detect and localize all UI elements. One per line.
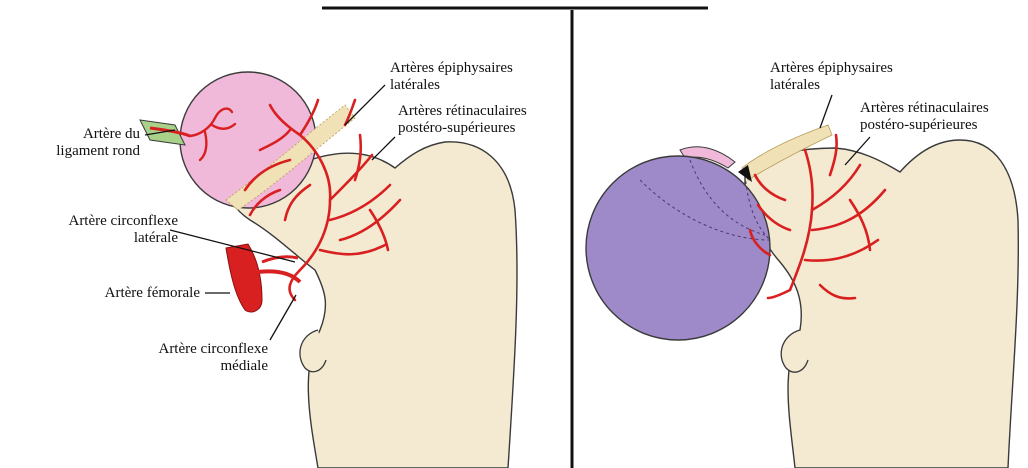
right-femur-illustration — [586, 125, 1018, 468]
label-medial-circumflex-line-2: médiale — [100, 358, 268, 375]
right-femur-bone — [745, 140, 1018, 468]
label-lateral-epiphyseal-right-line-1: Artères épiphysaires — [770, 60, 893, 77]
label-ligament-artery-line-1: Artère du — [0, 126, 140, 143]
label-lateral-circumflex-line-2: latérale — [40, 230, 178, 247]
label-retinacular-left: Artères rétinaculaires postéro-supérieur… — [398, 103, 527, 137]
label-ligament-artery: Artère du ligament rond — [0, 126, 140, 160]
left-circumflex-branch — [258, 271, 300, 282]
label-lateral-epiphyseal-left: Artères épiphysaires latérales — [390, 60, 513, 94]
label-lateral-circumflex-line-1: Artère circonflexe — [40, 213, 178, 230]
label-retinacular-left-line-1: Artères rétinaculaires — [398, 103, 527, 120]
right-displaced-femoral-head — [586, 156, 770, 340]
label-ligament-artery-line-2: ligament rond — [0, 143, 140, 160]
label-femoral-artery-line-1: Artère fémorale — [60, 285, 200, 302]
label-lateral-epiphyseal-left-line-1: Artères épiphysaires — [390, 60, 513, 77]
label-medial-circumflex: Artère circonflexe médiale — [100, 341, 268, 375]
label-lateral-epiphyseal-right-line-2: latérales — [770, 77, 893, 94]
label-retinacular-left-line-2: postéro-supérieures — [398, 120, 527, 137]
label-retinacular-right-line-2: postéro-supérieures — [860, 117, 989, 134]
left-femoral-artery — [226, 244, 262, 312]
label-medial-circumflex-line-1: Artère circonflexe — [100, 341, 268, 358]
label-femoral-artery: Artère fémorale — [60, 285, 200, 302]
label-retinacular-right-line-1: Artères rétinaculaires — [860, 100, 989, 117]
label-lateral-circumflex: Artère circonflexe latérale — [40, 213, 178, 247]
label-retinacular-right: Artères rétinaculaires postéro-supérieur… — [860, 100, 989, 134]
label-lateral-epiphyseal-right: Artères épiphysaires latérales — [770, 60, 893, 94]
label-lateral-epiphyseal-left-line-2: latérales — [390, 77, 513, 94]
